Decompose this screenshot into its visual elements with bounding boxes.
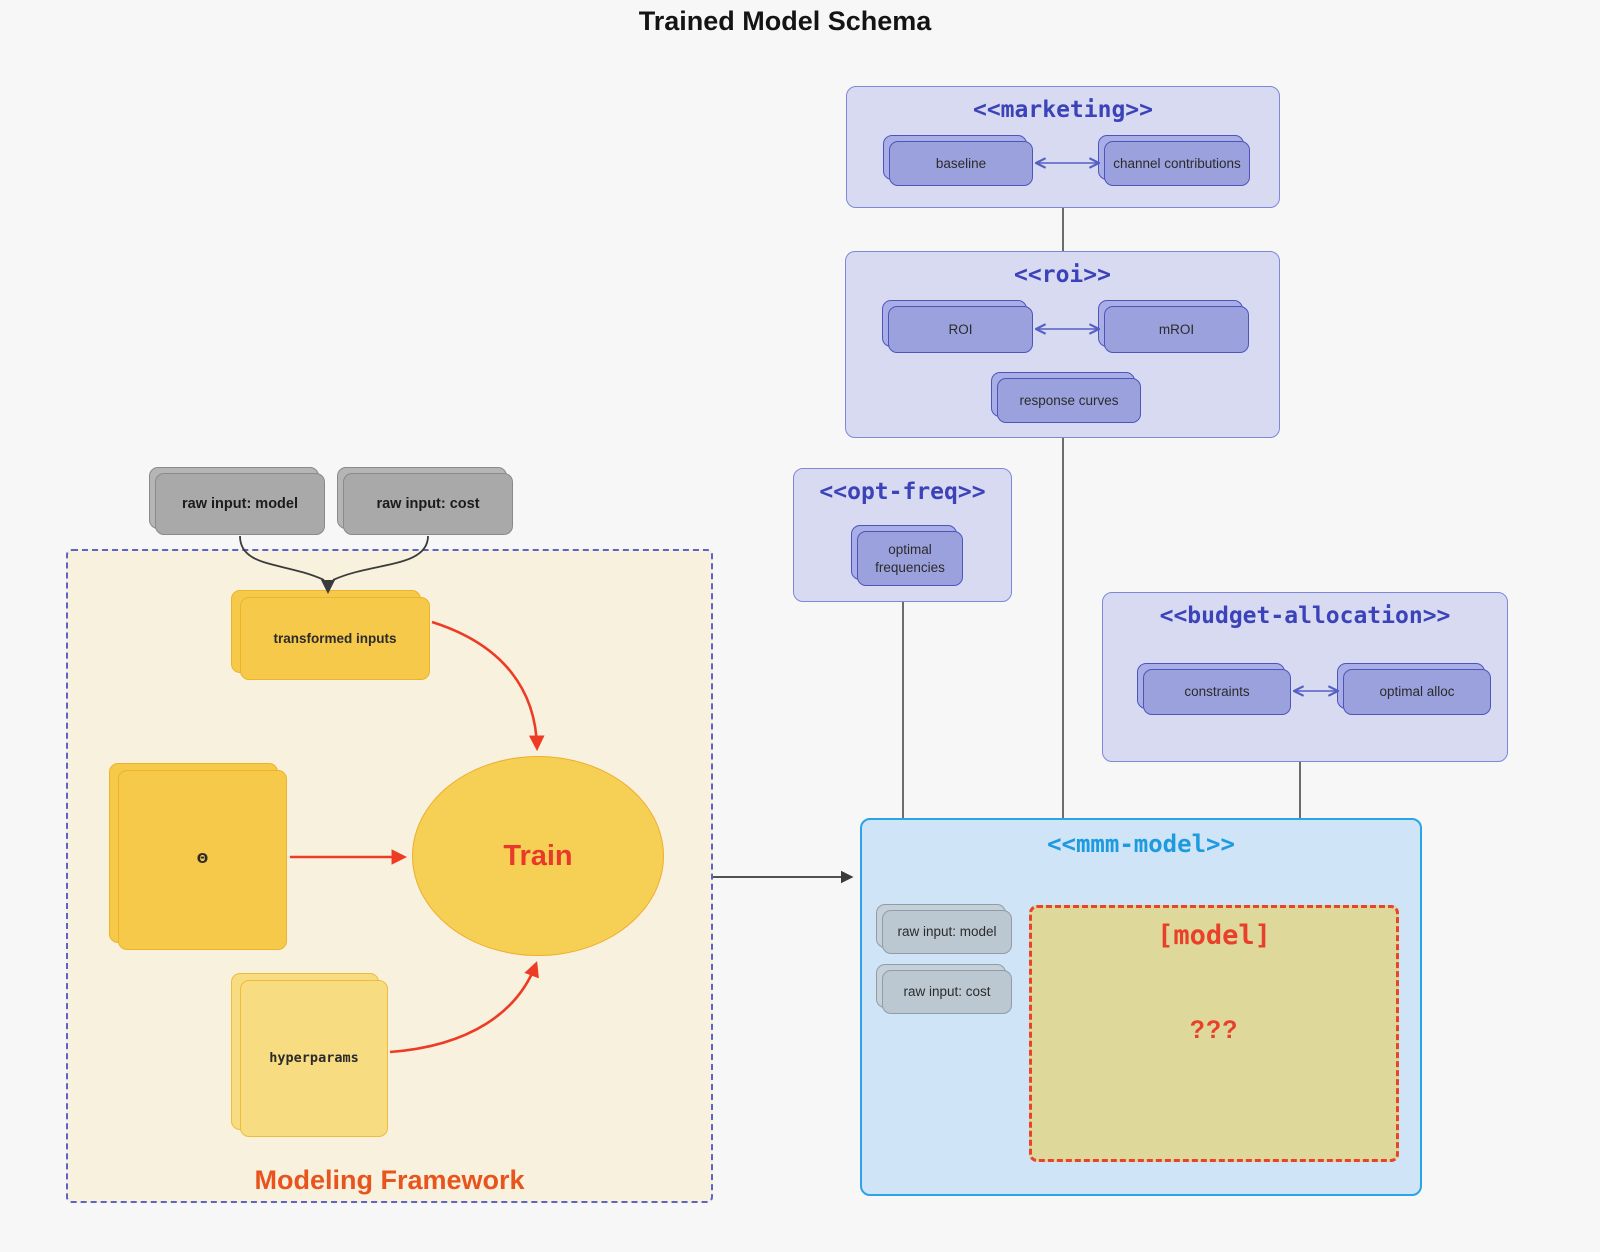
card-label: mROI xyxy=(1104,306,1249,353)
train-label: Train xyxy=(503,839,573,872)
card-label: baseline xyxy=(889,141,1033,186)
node-raw-input-cost: raw input: cost xyxy=(337,467,513,535)
node-transformed-inputs: transformed inputs xyxy=(231,590,430,680)
group-marketing-title: <<marketing>> xyxy=(972,97,1153,123)
node-hyperparams: hyperparams xyxy=(231,973,388,1137)
group-budget-allocation: <<budget-allocation>> constraints optima… xyxy=(1102,592,1508,762)
model-unknown-label: ??? xyxy=(1189,1016,1239,1044)
card-label: constraints xyxy=(1143,669,1291,715)
node-mmm-raw-input-model: raw input: model xyxy=(876,904,1012,954)
group-opt-freq-title: <<opt-freq>> xyxy=(819,479,986,505)
card-label: ROI xyxy=(888,306,1033,353)
card-label: raw input: model xyxy=(155,473,325,535)
node-optimal-frequencies: optimal frequencies xyxy=(851,525,963,586)
group-budget-allocation-title: <<budget-allocation>> xyxy=(1159,603,1451,629)
diagram-title: Trained Model Schema xyxy=(638,6,932,36)
group-roi-title: <<roi>> xyxy=(1014,262,1111,288)
card-label: hyperparams xyxy=(240,980,388,1137)
card-label: channel contributions xyxy=(1104,141,1250,186)
group-mmm-model-title: <<mmm-model>> xyxy=(1047,830,1235,858)
node-roi: ROI xyxy=(882,300,1033,353)
card-label: raw input: cost xyxy=(343,473,513,535)
card-label: optimal alloc xyxy=(1343,669,1491,715)
card-label: raw input: cost xyxy=(882,970,1012,1014)
node-baseline: baseline xyxy=(883,135,1033,186)
node-mroi: mROI xyxy=(1098,300,1249,353)
node-channel-contributions: channel contributions xyxy=(1098,135,1250,186)
modeling-framework-caption: Modeling Framework xyxy=(254,1165,525,1195)
node-theta: Θ xyxy=(109,763,287,950)
node-raw-input-model: raw input: model xyxy=(149,467,325,535)
node-constraints: constraints xyxy=(1137,663,1291,715)
group-opt-freq: <<opt-freq>> optimal frequencies xyxy=(793,468,1012,602)
card-label: Θ xyxy=(118,770,287,950)
node-optimal-alloc: optimal alloc xyxy=(1337,663,1491,715)
node-train: Train xyxy=(412,756,664,956)
node-mmm-raw-input-cost: raw input: cost xyxy=(876,964,1012,1014)
card-label: transformed inputs xyxy=(240,597,430,680)
group-mmm-model: <<mmm-model>> raw input: model raw input… xyxy=(860,818,1422,1196)
group-roi: <<roi>> ROI mROI response curves xyxy=(845,251,1280,438)
card-label: response curves xyxy=(997,378,1141,423)
model-title: [model] xyxy=(1157,920,1271,951)
node-model-placeholder: [model] ??? xyxy=(1029,905,1399,1162)
group-marketing: <<marketing>> baseline channel contribut… xyxy=(846,86,1280,208)
node-response-curves: response curves xyxy=(991,372,1141,423)
card-label: raw input: model xyxy=(882,910,1012,954)
card-label: optimal frequencies xyxy=(857,531,963,586)
